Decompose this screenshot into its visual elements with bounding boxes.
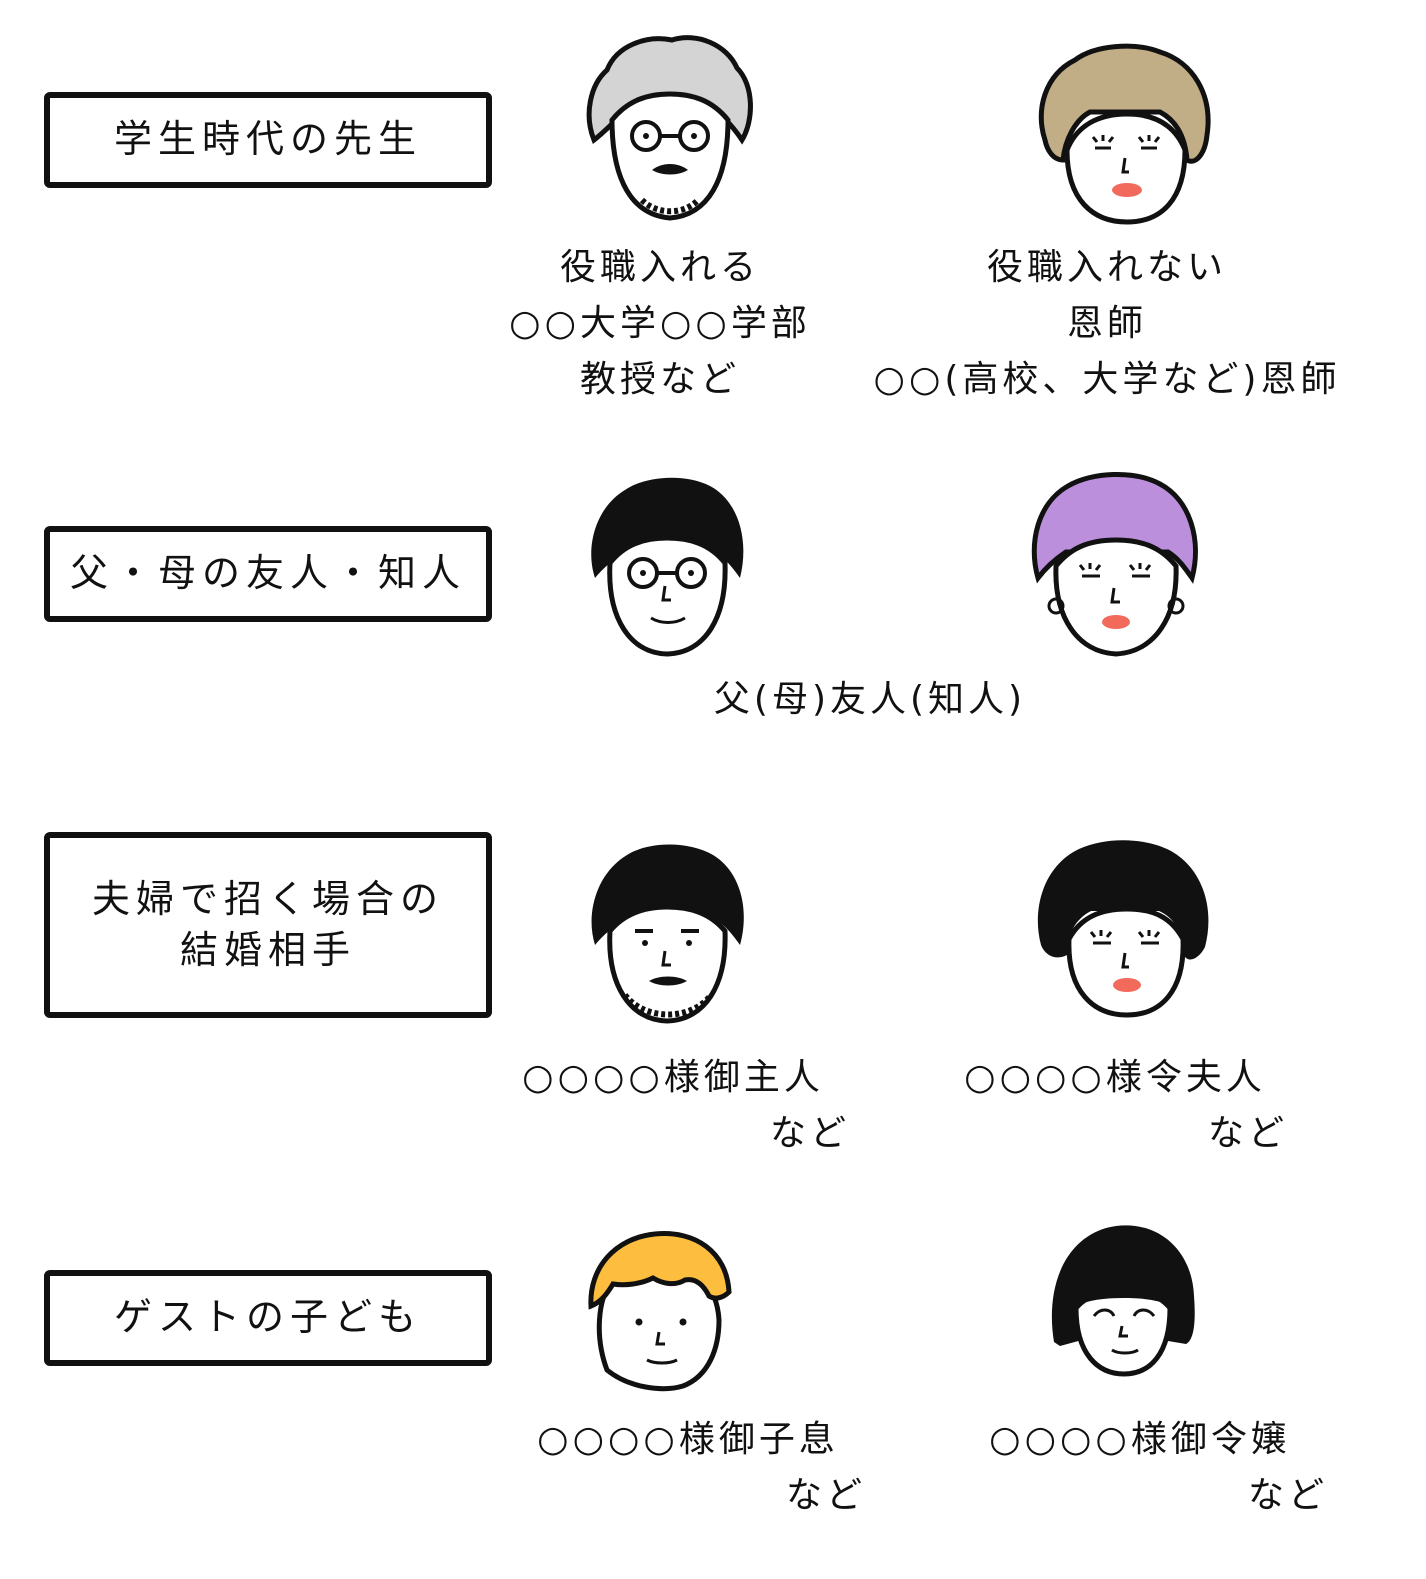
section-label-text: 夫婦で招く場合の [91, 876, 444, 921]
caption-daughter: ○○○○様御令嬢 など [952, 1412, 1328, 1524]
caption-husband: ○○○○様御主人 など [496, 1050, 850, 1162]
caption-line: ○○○○様御令嬢 [989, 1419, 1291, 1460]
caption-teacher-with-title: 役職入れる ○○大学○○学部 教授など [470, 240, 850, 407]
man-beard-black-hair-icon [591, 844, 744, 1024]
woman-purple-hair-earrings-icon [1031, 472, 1198, 657]
caption-line: ○○大学○○学部 [509, 302, 811, 344]
section-label-spouse: 夫婦で招く場合の 結婚相手 [44, 832, 492, 1018]
girl-black-bob-hair-icon [1051, 1225, 1195, 1377]
caption-line: ○○(高校、大学など)恩師 [873, 358, 1341, 400]
man-glasses-black-hair-icon [591, 477, 744, 657]
woman-black-wavy-hair-icon [1037, 840, 1209, 1018]
caption-line: ○○○○様令夫人 [964, 1057, 1266, 1098]
caption-son: ○○○○様御子息 など [510, 1412, 866, 1524]
woman-beige-curly-hair-icon [1038, 43, 1211, 225]
section-label-guest-children: ゲストの子ども [44, 1270, 492, 1366]
caption-wife: ○○○○様令夫人 など [942, 1050, 1288, 1162]
caption-line: など [769, 1112, 850, 1154]
section-label-parents-friend: 父・母の友人・知人 [44, 526, 492, 622]
section-label-text: 父・母の友人・知人 [69, 551, 466, 596]
caption-line: など [1247, 1474, 1328, 1516]
section-label-text: ゲストの子ども [113, 1295, 422, 1340]
caption-line: 教授など [579, 358, 740, 400]
caption-line: ○○○○様御主人 [522, 1057, 824, 1098]
elderly-man-glasses-gray-hair-icon [586, 35, 753, 221]
section-label-text: 学生時代の先生 [113, 117, 422, 162]
caption-line: 役職入れない [986, 247, 1227, 288]
caption-line: 父(母)友人(知人) [713, 679, 1027, 720]
caption-line: 恩師 [1066, 302, 1147, 344]
caption-teacher-without-title: 役職入れない 恩師 ○○(高校、大学など)恩師 [846, 240, 1368, 407]
caption-parents-friend: 父(母)友人(知人) [640, 672, 1100, 728]
section-label-teacher: 学生時代の先生 [44, 92, 492, 188]
boy-orange-hair-icon [588, 1231, 732, 1392]
caption-line: など [785, 1474, 866, 1516]
caption-line: 役職入れる [559, 247, 760, 288]
section-label-text: 結婚相手 [179, 928, 356, 972]
caption-line: ○○○○様御子息 [537, 1419, 839, 1460]
caption-line: など [1207, 1112, 1288, 1154]
